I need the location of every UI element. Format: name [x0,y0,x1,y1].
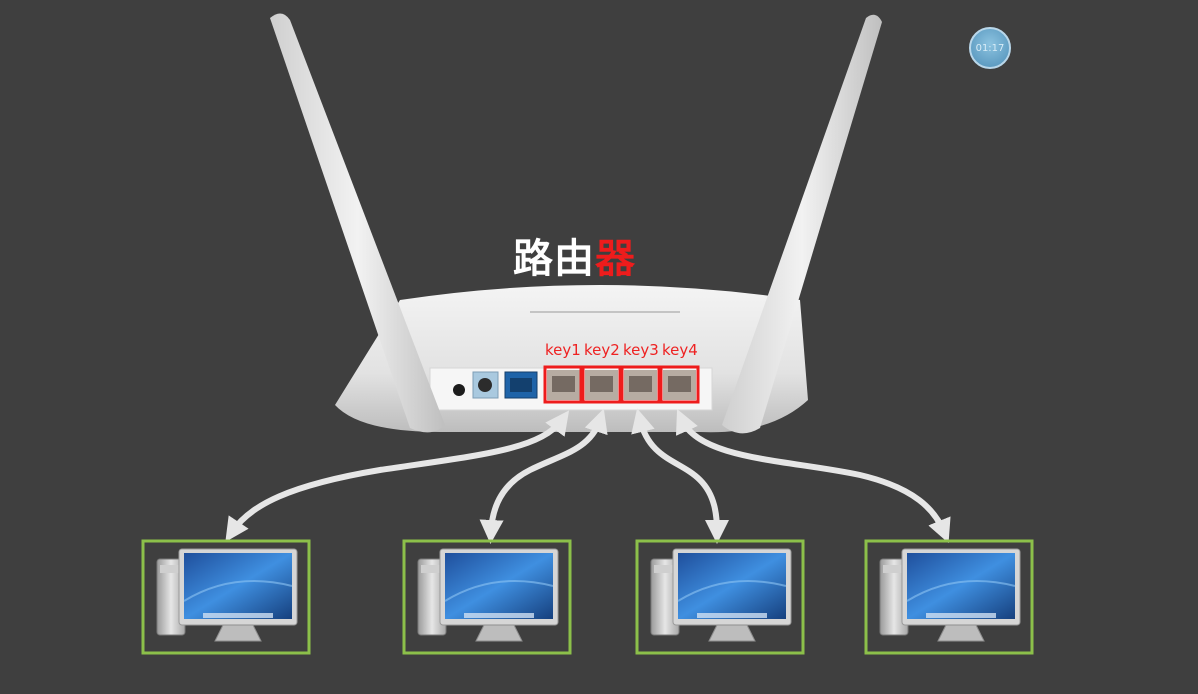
monitor-screen [445,553,553,619]
lan-port-1 [547,370,580,400]
computer-2 [404,541,570,653]
arrow-1 [232,420,562,532]
timer-badge: 01:17 [969,27,1011,69]
monitor-stand [938,625,984,641]
arrow-3 [640,420,717,532]
lan-port-4 [663,370,696,400]
port-label-key4: key4 [662,341,698,359]
title-part2: 器 [595,236,636,282]
monitor-screen [678,553,786,619]
title: 路由器 [513,226,636,284]
computer-3 [637,541,803,653]
monitor-stand [476,625,522,641]
port-label-key3: key3 [623,341,659,359]
connection-arrows [232,420,944,532]
title-part1: 路由 [513,236,595,282]
monitor-screen [184,553,292,619]
lan-port-3 [624,370,657,400]
reset-button [453,384,465,396]
port-label-key2: key2 [584,341,620,359]
monitor-stand [709,625,755,641]
computer-1 [143,541,309,653]
port-label-key1: key1 [545,341,581,359]
lan-port-2 [585,370,618,400]
arrow-4 [682,420,944,532]
computer-4 [866,541,1032,653]
monitor-stand [215,625,261,641]
monitor-screen [907,553,1015,619]
